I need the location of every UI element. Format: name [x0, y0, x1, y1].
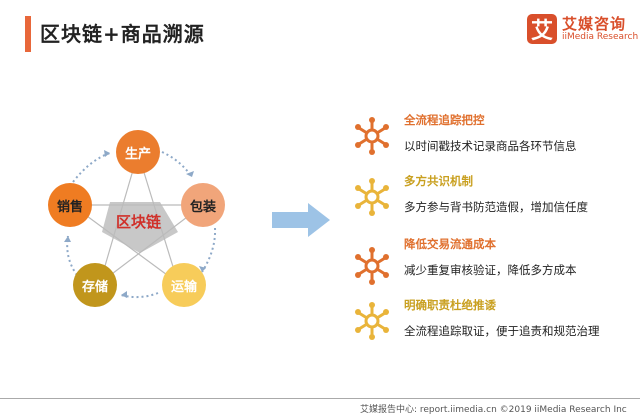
feature-desc: 减少重复审核验证，降低多方成本	[404, 263, 577, 277]
center-pentagon	[102, 202, 178, 253]
logo-name-en: iiMedia Research	[562, 31, 639, 42]
center-label: 区块链	[116, 213, 162, 231]
cycle-arrowheads	[64, 150, 206, 298]
node-transport: 运输	[162, 263, 206, 307]
logo-name-cn: 艾媒咨询	[562, 14, 627, 33]
node-packaging: 包装	[181, 183, 225, 227]
network-icon	[355, 117, 389, 155]
node-production: 生产	[116, 130, 160, 174]
feature-desc: 多方参与背书防范造假，增加信任度	[404, 200, 588, 214]
node-storage: 存储	[73, 263, 117, 307]
feature-desc: 全流程追踪取证，便于追责和规范治理	[404, 324, 600, 338]
feature-desc: 以时间戳技术记录商品各环节信息	[404, 139, 577, 153]
logo-mark-icon: 艾	[527, 14, 557, 44]
blockchain-cycle-diagram	[64, 150, 217, 299]
feature-title: 明确职责杜绝推诿	[404, 298, 496, 312]
title-accent-bar	[25, 16, 31, 52]
network-icon	[355, 178, 389, 216]
node-sales: 销售	[48, 183, 92, 227]
feature-title: 全流程追踪把控	[404, 113, 485, 127]
footer-text: 艾媒报告中心: report.iimedia.cn ©2019 iiMedia …	[360, 405, 627, 415]
right-arrow-icon	[272, 203, 330, 237]
footer-divider	[0, 398, 640, 399]
feature-title: 多方共识机制	[404, 174, 473, 188]
feature-title: 降低交易流通成本	[404, 237, 496, 251]
network-icon	[355, 302, 389, 340]
brand-logo: 艾 艾媒咨询 iiMedia Research	[527, 14, 638, 44]
page-title: 区块链+商品溯源	[40, 22, 205, 46]
network-icon	[355, 247, 389, 285]
